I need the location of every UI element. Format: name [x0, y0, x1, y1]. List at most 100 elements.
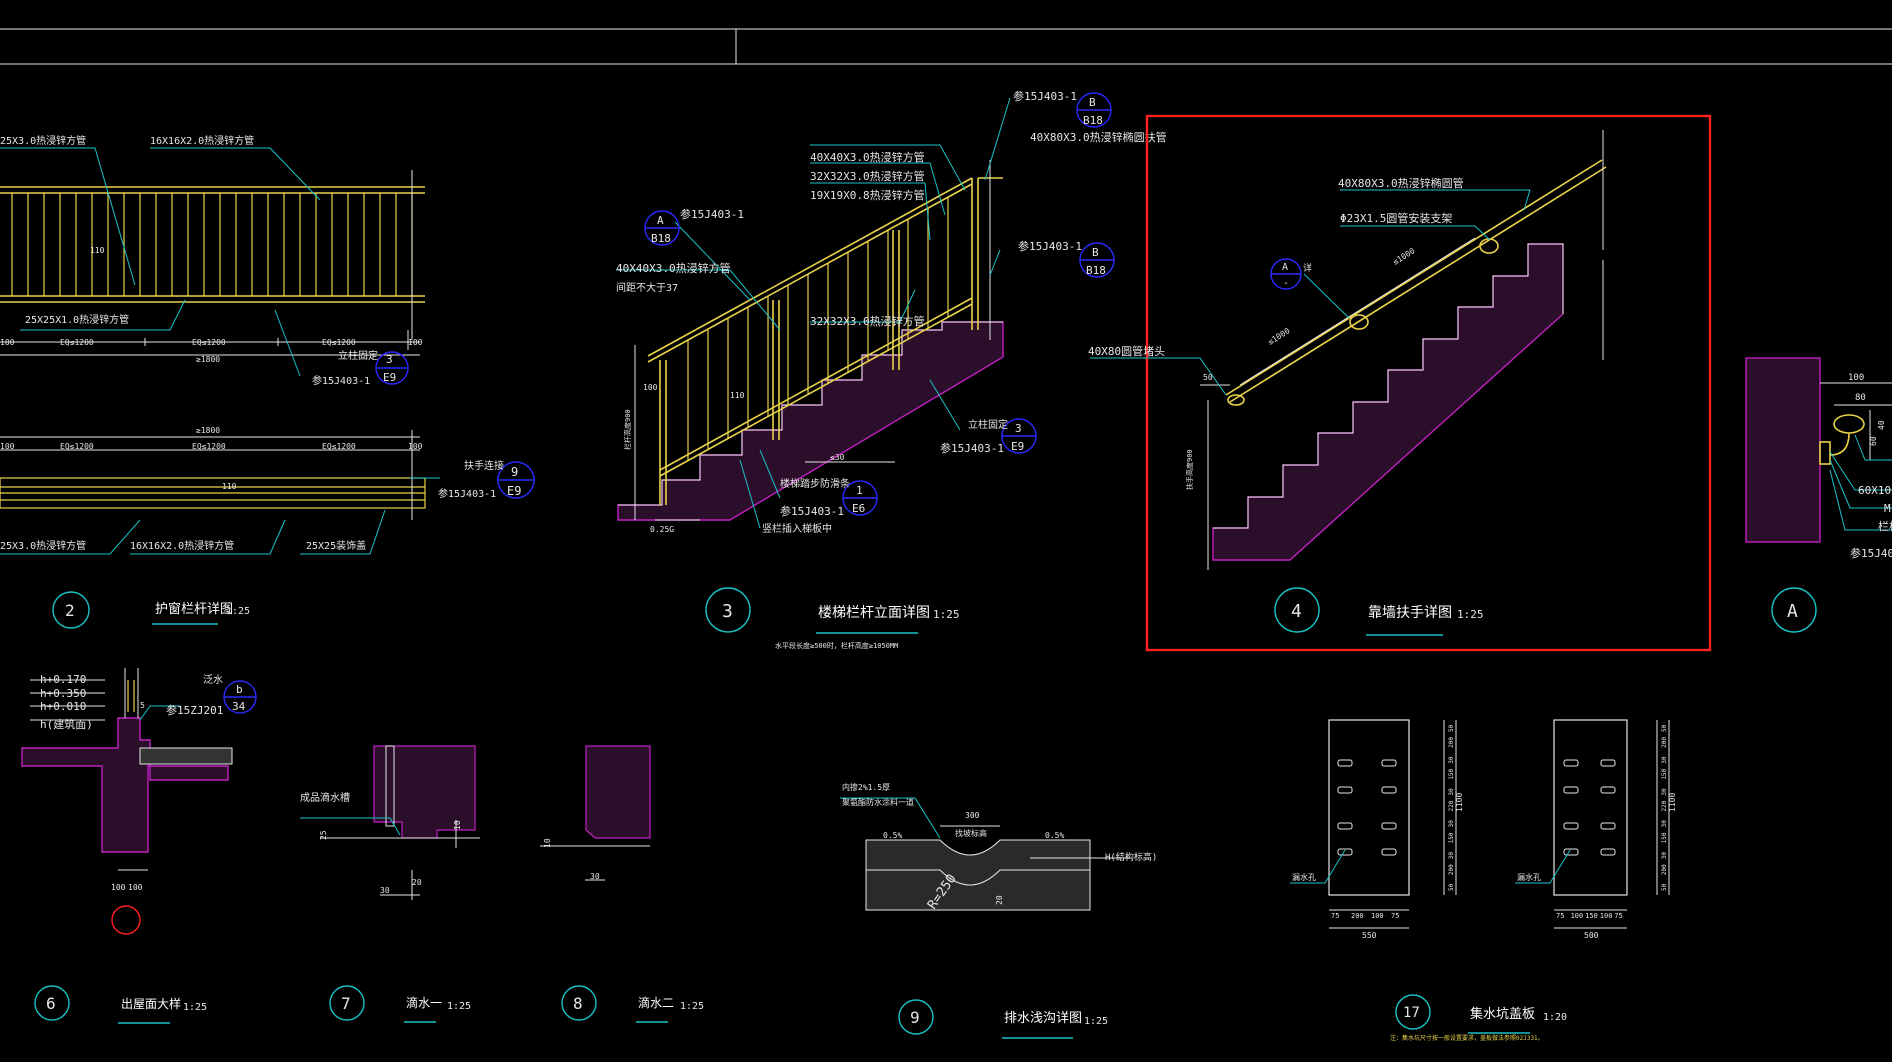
label: ≥1800 — [196, 355, 220, 364]
dim-label: 100 — [1600, 912, 1613, 920]
label: 20 — [995, 895, 1004, 905]
detail-scale: 1:25 — [447, 1001, 471, 1012]
label: H(结构标高) — [1105, 851, 1157, 863]
detail-7-drip: 成品滴水槽 25 10 30 20 7 滴水一 1:25 — [300, 745, 480, 1023]
label: 300 — [965, 811, 980, 820]
railing-plan — [0, 477, 426, 509]
detail-number-circle — [1771, 587, 1817, 633]
label: 550 — [1362, 931, 1377, 940]
label: 110 — [222, 482, 237, 491]
bubble-text: B18 — [651, 232, 671, 245]
label: 32X32X3.0热浸锌方管 — [810, 314, 925, 328]
label: 40X40X3.0热浸锌方管 — [616, 261, 731, 275]
dim-label: 30 — [1448, 788, 1455, 796]
detail-title: 出屋面大样 — [121, 996, 181, 1011]
label: 0.5% — [883, 831, 902, 840]
label: ≥1800 — [196, 426, 220, 435]
label: 漏水孔 — [1292, 872, 1316, 882]
bubble-text: E6 — [852, 502, 865, 515]
dim-label: 30 — [1661, 788, 1668, 796]
label: EQ≤1200 — [192, 442, 226, 451]
label: 25X3.0热浸锌方管 — [0, 134, 86, 147]
label: 参15J403-1 — [680, 207, 744, 221]
label: 参15J403-1 — [940, 441, 1004, 455]
dim-label: 50 — [1661, 724, 1668, 732]
bubble-text: B18 — [1083, 114, 1103, 127]
detail-number-circle — [561, 985, 597, 1021]
label: 参15J403-1 — [1013, 89, 1077, 103]
label: 漏水孔 — [1517, 872, 1541, 882]
slot — [1381, 822, 1397, 830]
label: 100 — [1848, 373, 1864, 383]
label: 参15J403-1 — [438, 487, 496, 500]
bubble-text: E9 — [507, 484, 521, 498]
dim-label: 50 — [1448, 883, 1455, 891]
dim-label: 200 — [1661, 864, 1668, 875]
label: 60 — [1869, 436, 1878, 446]
detail-number: A — [1787, 601, 1798, 622]
label: 参15J403-1 — [1018, 239, 1082, 253]
label: 100 — [408, 338, 423, 347]
label: 25X25装饰盖 — [306, 539, 366, 552]
detail-number: 17 — [1403, 1005, 1420, 1021]
label: 50 — [1203, 373, 1213, 382]
label: M — [1884, 502, 1891, 515]
note: 注：集水坑尺寸按一般设置要求，盖板做法参照02J331。 — [1390, 1034, 1544, 1042]
slot — [1337, 848, 1353, 856]
dim-label: 150 — [1661, 832, 1668, 843]
slot — [1563, 786, 1579, 794]
label: 16X16X2.0热浸锌方管 — [130, 539, 234, 552]
label: h(建筑面) — [40, 717, 93, 731]
detail-title: 滴水二 — [638, 995, 674, 1010]
dim-label: 30 — [1448, 820, 1455, 828]
dim-label: 30 — [1661, 820, 1668, 828]
label: 60X10 — [1858, 484, 1891, 497]
label: 扶手连接 — [464, 459, 504, 472]
label: 100 — [111, 883, 126, 892]
dim-label: 30 — [1661, 756, 1668, 764]
slot — [1600, 759, 1616, 767]
dim-label: 200 — [1351, 912, 1364, 920]
label: 10 — [543, 838, 552, 848]
dim-label: 100 — [1571, 912, 1584, 920]
label: 16X16X2.0热浸锌方管 — [150, 134, 254, 147]
dim-label: 150 — [1661, 768, 1668, 779]
label: 栏杆 — [1878, 519, 1892, 533]
bubble-text: 3 — [386, 353, 393, 366]
dim-label: 200 — [1661, 737, 1668, 748]
dim-label: 75 — [1331, 912, 1339, 920]
label: 0.5% — [1045, 831, 1064, 840]
label: 内掺2%1.5厚 — [842, 782, 890, 792]
label: 100 — [408, 442, 423, 451]
highlight-frame[interactable] — [1145, 114, 1712, 652]
bubble-text: B — [1089, 96, 1096, 109]
detail-title: 滴水一 — [406, 995, 442, 1010]
label: EQ≤1200 — [60, 338, 94, 347]
label: 40X80圆管堵头 — [1088, 344, 1165, 358]
label: 参15J40 — [1850, 546, 1892, 560]
slot — [1381, 786, 1397, 794]
label: 40X80X3.0热浸锌椭圆管 — [1338, 176, 1464, 190]
slot — [1563, 848, 1579, 856]
railing-elevation — [0, 186, 425, 303]
label: 成品滴水槽 — [300, 791, 350, 804]
bubble-text: 3 — [1015, 422, 1022, 435]
dim-label: 150 — [1585, 912, 1598, 920]
detail-title: 护窗栏杆详图 — [155, 601, 233, 617]
bubble-text: E9 — [1011, 440, 1024, 453]
label: 25 — [319, 830, 328, 840]
label: 参15J403-1 — [312, 374, 370, 387]
sheet-frame — [0, 28, 1892, 65]
note: 水平段长度≥500时，栏杆高度≥1050MM — [775, 641, 898, 650]
label: h+0.010 — [40, 700, 86, 713]
label: 100 — [128, 883, 143, 892]
detail-number: 7 — [341, 994, 351, 1013]
dim-label: 220 — [1448, 800, 1455, 811]
detail-number-circle — [1274, 587, 1320, 633]
label: 0.25G — [650, 525, 674, 534]
detail-scale: 1:25 — [226, 606, 250, 617]
detail-number-circle — [34, 985, 70, 1021]
detail-number: 4 — [1291, 601, 1302, 622]
